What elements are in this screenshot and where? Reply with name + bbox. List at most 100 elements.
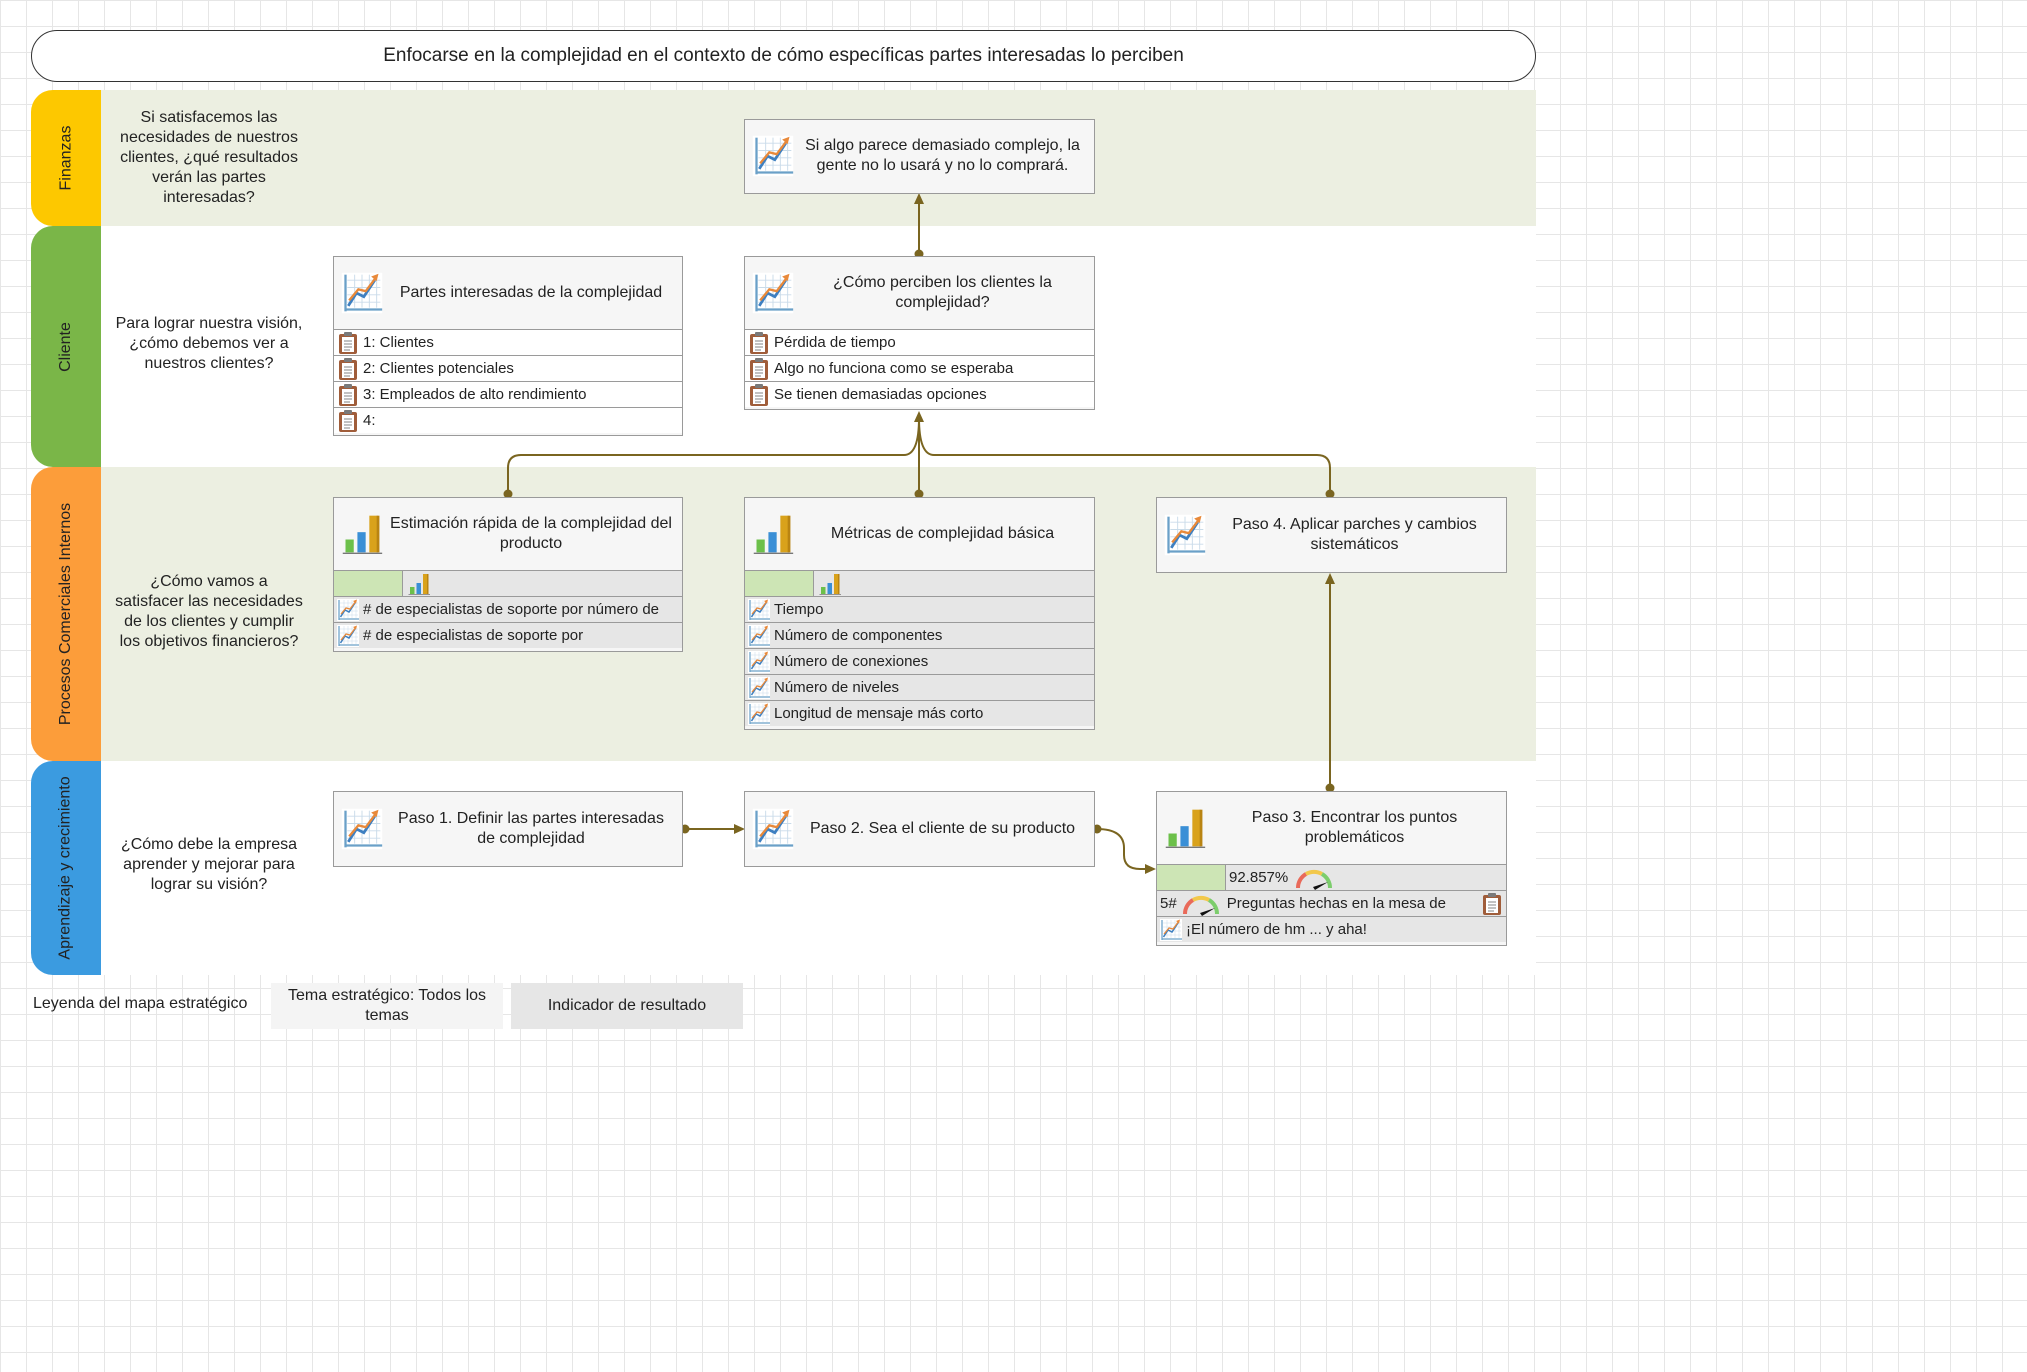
objective-card-stakeholders[interactable]: Partes interesadas de la complejidad 1: … [333,256,683,436]
list-item[interactable]: 2: Clientes potenciales [334,355,682,381]
objective-card-finanzas-goal[interactable]: Si algo parece demasiado complejo, la ge… [744,119,1095,194]
objective-title: Paso 4. Aplicar parches y cambios sistem… [1232,515,1477,553]
list-item-label: Pérdida de tiempo [774,334,896,351]
list-item[interactable]: Pérdida de tiempo [745,329,1094,355]
measure-label: ¡El número de hm ... y aha! [1186,921,1367,938]
perspective-tab-finanzas: Finanzas [31,90,101,226]
measure-row[interactable]: Número de conexiones [745,648,1094,674]
clipboard-icon [747,383,771,407]
bar-chart-icon [818,572,842,596]
indicator-row[interactable]: 5# Preguntas hechas en la mesa de [1157,890,1506,916]
perspective-tab-cliente: Cliente [31,226,101,467]
objective-card-basic-metrics[interactable]: Métricas de complejidad básica Tiempo Nú… [744,497,1095,730]
connector-step4-to-perception [918,417,1331,494]
trend-chart-icon [340,271,384,315]
trend-chart-icon [751,134,795,178]
clipboard-icon [747,357,771,381]
progress-value: 92.857% [1229,869,1289,886]
measure-row[interactable]: ¡El número de hm ... y aha! [1157,916,1506,942]
objective-title: Estimación rápida de la complejidad del … [390,515,672,552]
indicator-label: Preguntas hechas en la mesa de [1226,895,1446,912]
trend-chart-icon [336,598,360,622]
objective-title: Paso 3. Encontrar los puntos problemátic… [1251,809,1458,846]
perspective-question-aprendizaje: ¿Cómo debe la empresa aprender y mejorar… [120,836,298,893]
legend-title: Leyenda del mapa estratégico [33,995,248,1012]
connector-step2-to-step3 [1096,828,1149,870]
indicator-summary-row [745,570,1094,596]
clipboard-icon [336,357,360,381]
perspective-tab-aprendizaje: Aprendizaje y crecimiento [31,761,101,975]
indicator-count: 5# [1160,895,1177,912]
legend-theme: Tema estratégico: Todos los temas [271,983,503,1029]
objective-title: Partes interesadas de la complejidad [399,284,663,301]
list-item[interactable]: 3: Empleados de alto rendimiento [334,381,682,407]
measure-label: Número de niveles [774,679,900,696]
progress-fill [1157,865,1226,890]
objective-title: Paso 2. Sea el cliente de su producto [809,819,1076,837]
progress-fill [334,571,403,596]
measure-row[interactable]: # de especialistas de soporte por [334,622,682,648]
list-item-label: Algo no funciona como se esperaba [774,360,1014,377]
list-item[interactable]: Se tienen demasiadas opciones [745,381,1094,407]
bar-chart-icon [407,572,431,596]
bar-chart-icon [1163,806,1207,850]
measure-label: # de especialistas de soporte por número… [363,601,660,618]
objective-card-step2[interactable]: Paso 2. Sea el cliente de su producto [744,791,1095,867]
measure-label: Longitud de mensaje más corto [774,705,984,722]
measure-label: Número de conexiones [774,653,929,670]
trend-chart-icon [747,676,771,700]
objective-title: Métricas de complejidad básica [830,525,1055,542]
clipboard-icon [1480,892,1504,916]
trend-chart-icon [336,624,360,648]
connector-lines [503,193,1335,874]
measure-row[interactable]: Tiempo [745,596,1094,622]
trend-chart-icon [1159,918,1183,942]
list-item-label: 2: Clientes potenciales [363,360,514,377]
progress-fill [745,571,814,596]
list-item-label: 1: Clientes [363,334,434,351]
objective-card-customer-perception[interactable]: ¿Cómo perciben los clientes la complejid… [744,256,1095,410]
measure-label: # de especialistas de soporte por [363,627,584,644]
trend-chart-icon [751,807,795,851]
clipboard-icon [747,331,771,355]
measure-label: Tiempo [774,601,824,618]
trend-chart-icon [747,650,771,674]
legend-indicator: Indicador de resultado [511,983,743,1029]
objective-card-step4[interactable]: Paso 4. Aplicar parches y cambios sistem… [1156,497,1507,573]
perspective-question-finanzas: Si satisfacemos las necesidades de nuest… [120,109,298,206]
list-item[interactable]: 1: Clientes [334,329,682,355]
trend-chart-icon [751,271,795,315]
measure-row[interactable]: Número de componentes [745,622,1094,648]
objective-title: Paso 1. Definir las partes interesadas d… [398,809,664,847]
perspective-question-cliente: Para lograr nuestra visión, ¿cómo debemo… [115,315,303,372]
clipboard-icon [336,409,360,433]
measure-label: Número de componentes [774,627,943,644]
list-item[interactable]: Algo no funciona como se esperaba [745,355,1094,381]
objective-card-step3[interactable]: Paso 3. Encontrar los puntos problemátic… [1156,791,1507,946]
objective-title: ¿Cómo perciben los clientes la complejid… [833,274,1052,311]
map-title: Enfocarse en la complejidad en el contex… [31,30,1536,82]
measure-row[interactable]: Longitud de mensaje más corto [745,700,1094,726]
measure-row[interactable]: Número de niveles [745,674,1094,700]
clipboard-icon [336,383,360,407]
trend-chart-icon [1163,513,1207,557]
perspective-tab-procesos: Procesos Comerciales Internos [31,467,101,761]
indicator-summary-row: 92.857% [1157,864,1506,890]
objective-title: Si algo parece demasiado complejo, la ge… [805,137,1080,174]
gauge-icon [1294,866,1334,890]
list-item[interactable]: 4: [334,407,682,433]
gauge-icon [1181,892,1221,916]
objective-card-quick-estimate[interactable]: Estimación rápida de la complejidad del … [333,497,683,652]
bar-chart-icon [340,512,384,556]
connector-estimate-to-perception [507,417,920,494]
list-item-label: 3: Empleados de alto rendimiento [363,386,587,403]
list-item-label: Se tienen demasiadas opciones [774,386,987,403]
indicator-summary-row [334,570,682,596]
bar-chart-icon [751,512,795,556]
objective-card-step1[interactable]: Paso 1. Definir las partes interesadas d… [333,791,683,867]
perspective-question-procesos: ¿Cómo vamos a satisfacer las necesidades… [115,573,303,650]
measure-row[interactable]: # de especialistas de soporte por número… [334,596,682,622]
trend-chart-icon [747,624,771,648]
list-item-label: 4: [363,412,376,429]
trend-chart-icon [747,598,771,622]
